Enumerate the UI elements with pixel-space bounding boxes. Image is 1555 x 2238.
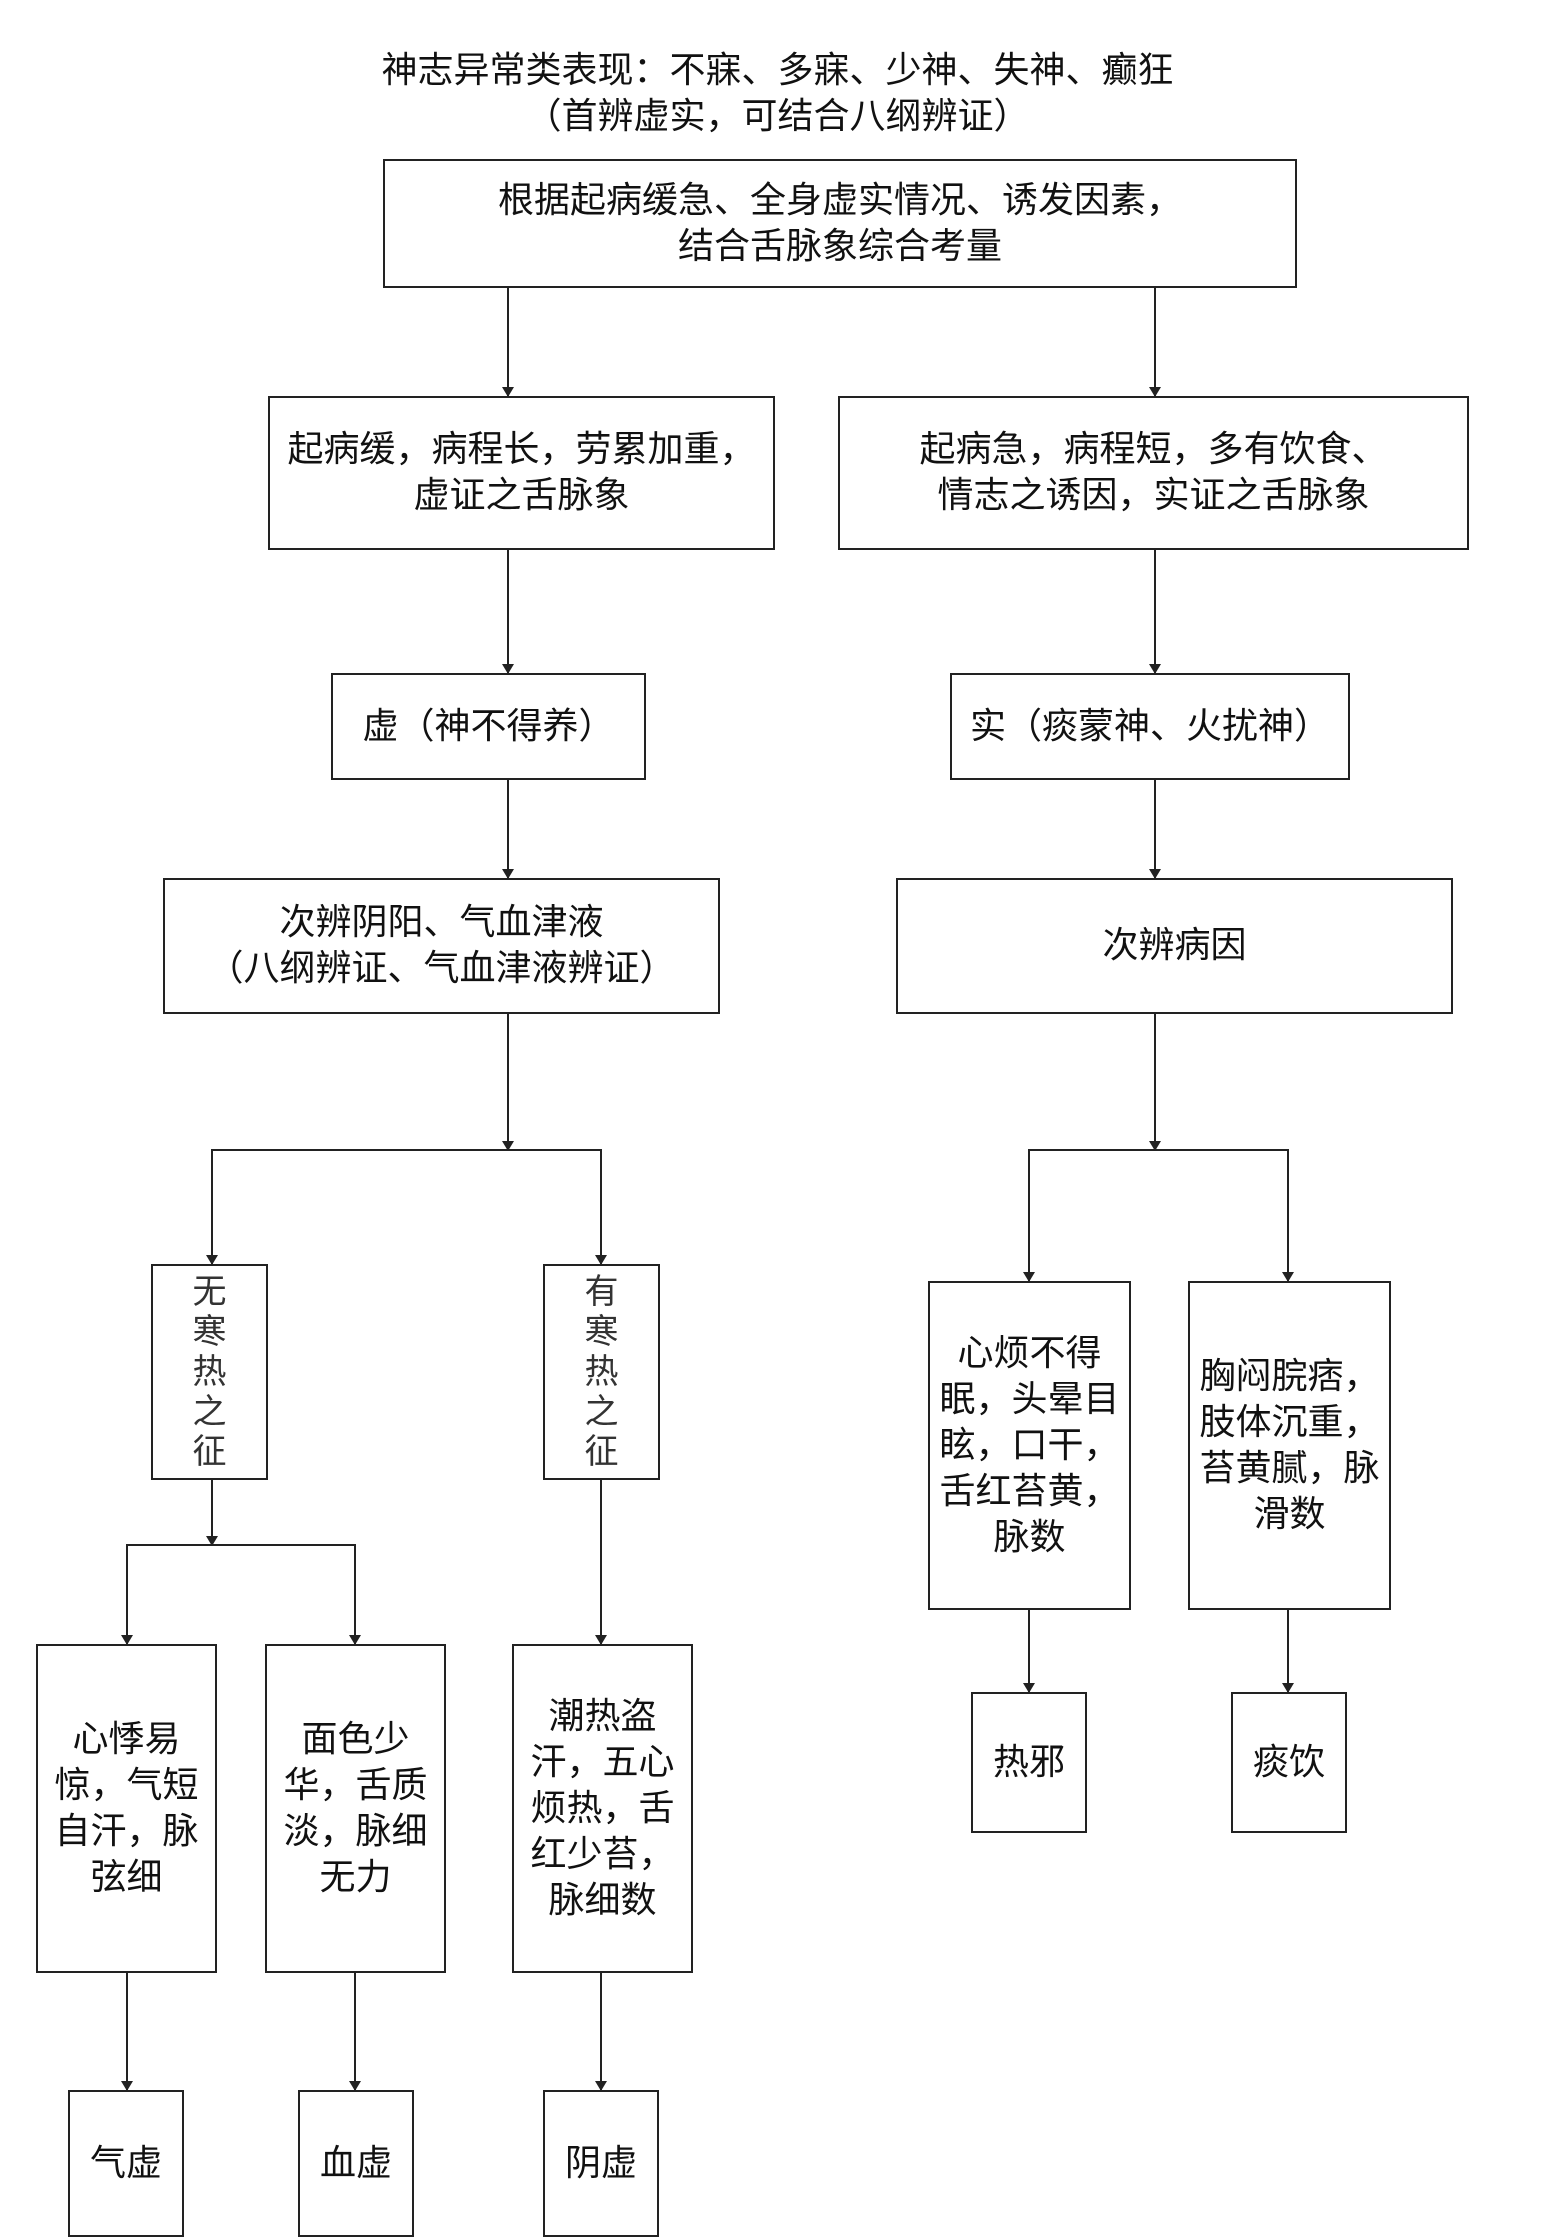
no-cold-heat-char-4: 之	[192, 1392, 227, 1432]
heat-symptoms-line3: 眩，口干，	[939, 1424, 1120, 1466]
yin-symptoms-line2: 汗，五心	[530, 1741, 675, 1783]
heat-symptoms-line1: 心烦不得	[957, 1332, 1102, 1374]
right-onset-line1: 起病急，病程短，多有饮食、	[919, 429, 1388, 470]
yin-symptoms-box: 潮热盗 汗，五心 烦热，舌 红少苔， 脉细数	[512, 1644, 693, 1973]
branch-left-cold-heat	[211, 1149, 602, 1264]
excess-label: 实（痰蒙神、火扰神）	[969, 705, 1330, 747]
diagram-title-line1: 神志异常类表现：不寐、多寐、少神、失神、癫狂	[381, 50, 1174, 91]
has-cold-heat-char-2: 寒	[584, 1312, 619, 1352]
no-cold-heat-box: 无 寒 热 之 征	[151, 1264, 268, 1480]
deficiency-box: 虚（神不得养）	[331, 673, 646, 780]
heat-symptoms-line2: 眠，头晕目	[939, 1378, 1120, 1420]
right-onset-line2: 情志之诱因，实证之舌脉象	[937, 475, 1370, 516]
right-next-label: 次辨病因	[1102, 925, 1247, 966]
qi-symptoms-box: 心悸易 惊，气短 自汗，脉 弦细	[36, 1644, 217, 1973]
has-cold-heat-char-3: 热	[584, 1352, 619, 1392]
right-onset-box: 起病急，病程短，多有饮食、 情志之诱因，实证之舌脉象	[838, 396, 1469, 550]
left-onset-line1: 起病缓，病程长，劳累加重，	[287, 429, 756, 470]
no-cold-heat-char-3: 热	[192, 1352, 227, 1392]
right-next-step-box: 次辨病因	[896, 878, 1453, 1014]
yin-deficiency-box: 阴虚	[543, 2090, 659, 2237]
qi-symptoms-line1: 心悸易	[72, 1718, 181, 1760]
yin-symptoms-line1: 潮热盗	[548, 1695, 657, 1737]
yin-symptoms-line4: 红少苔，	[530, 1833, 675, 1875]
phlegm-symptoms-line4: 滑数	[1253, 1493, 1326, 1535]
left-next-line1: 次辨阴阳、气血津液	[279, 902, 604, 943]
heat-symptoms-box: 心烦不得 眠，头晕目 眩，口干， 舌红苔黄， 脉数	[928, 1281, 1131, 1610]
phlegm-symptoms-line1: 胸闷脘痞，	[1199, 1355, 1380, 1397]
qi-symptoms-line3: 自汗，脉	[54, 1810, 199, 1852]
root-criteria-line2: 结合舌脉象综合考量	[677, 225, 1002, 267]
phlegm-fluid-label: 痰饮	[1252, 1741, 1325, 1783]
phlegm-symptoms-box: 胸闷脘痞， 肢体沉重， 苔黄腻，脉 滑数	[1188, 1281, 1391, 1610]
branch-qi-blood	[126, 1544, 356, 1644]
no-cold-heat-char-2: 寒	[192, 1312, 227, 1352]
diagram-title-line2: （首辨虚实，可结合八纲辨证）	[525, 96, 1030, 137]
left-next-step-box: 次辨阴阳、气血津液 （八纲辨证、气血津液辨证）	[163, 878, 720, 1014]
blood-deficiency-label: 血虚	[319, 2142, 392, 2184]
deficiency-label: 虚（神不得养）	[362, 705, 615, 747]
heat-evil-box: 热邪	[971, 1692, 1087, 1833]
has-cold-heat-char-4: 之	[584, 1392, 619, 1432]
blood-symptoms-line4: 无力	[319, 1856, 392, 1898]
yin-deficiency-label: 阴虚	[564, 2142, 637, 2184]
yin-symptoms-line3: 烦热，舌	[530, 1787, 675, 1829]
blood-symptoms-box: 面色少 华，舌质 淡，脉细 无力	[265, 1644, 446, 1973]
phlegm-fluid-box: 痰饮	[1231, 1692, 1347, 1833]
blood-symptoms-line3: 淡，脉细	[283, 1810, 428, 1852]
has-cold-heat-char-5: 征	[584, 1432, 619, 1472]
left-next-line2: （八纲辨证、气血津液辨证）	[207, 948, 676, 989]
heat-symptoms-line5: 脉数	[993, 1516, 1066, 1558]
phlegm-symptoms-line2: 肢体沉重，	[1199, 1401, 1380, 1443]
has-cold-heat-box: 有 寒 热 之 征	[543, 1264, 660, 1480]
no-cold-heat-char-5: 征	[192, 1432, 227, 1472]
has-cold-heat-char-1: 有	[584, 1272, 619, 1312]
no-cold-heat-char-1: 无	[192, 1272, 227, 1312]
root-criteria-box: 根据起病缓急、全身虚实情况、诱发因素， 结合舌脉象综合考量	[383, 159, 1297, 288]
left-onset-line2: 虚证之舌脉象	[413, 475, 630, 516]
blood-deficiency-box: 血虚	[298, 2090, 414, 2237]
branch-right-causes	[1028, 1149, 1289, 1281]
phlegm-symptoms-line3: 苔黄腻，脉	[1199, 1447, 1380, 1489]
heat-symptoms-line4: 舌红苔黄，	[939, 1470, 1120, 1512]
blood-symptoms-line2: 华，舌质	[283, 1764, 428, 1806]
yin-symptoms-line5: 脉细数	[548, 1879, 657, 1921]
heat-evil-label: 热邪	[992, 1741, 1065, 1783]
left-onset-box: 起病缓，病程长，劳累加重， 虚证之舌脉象	[268, 396, 775, 550]
qi-symptoms-line2: 惊，气短	[54, 1764, 199, 1806]
blood-symptoms-line1: 面色少	[301, 1718, 410, 1760]
qi-deficiency-box: 气虚	[68, 2090, 184, 2237]
qi-symptoms-line4: 弦细	[90, 1856, 163, 1898]
excess-box: 实（痰蒙神、火扰神）	[950, 673, 1350, 780]
qi-deficiency-label: 气虚	[89, 2142, 162, 2184]
root-criteria-line1: 根据起病缓急、全身虚实情况、诱发因素，	[497, 179, 1182, 221]
